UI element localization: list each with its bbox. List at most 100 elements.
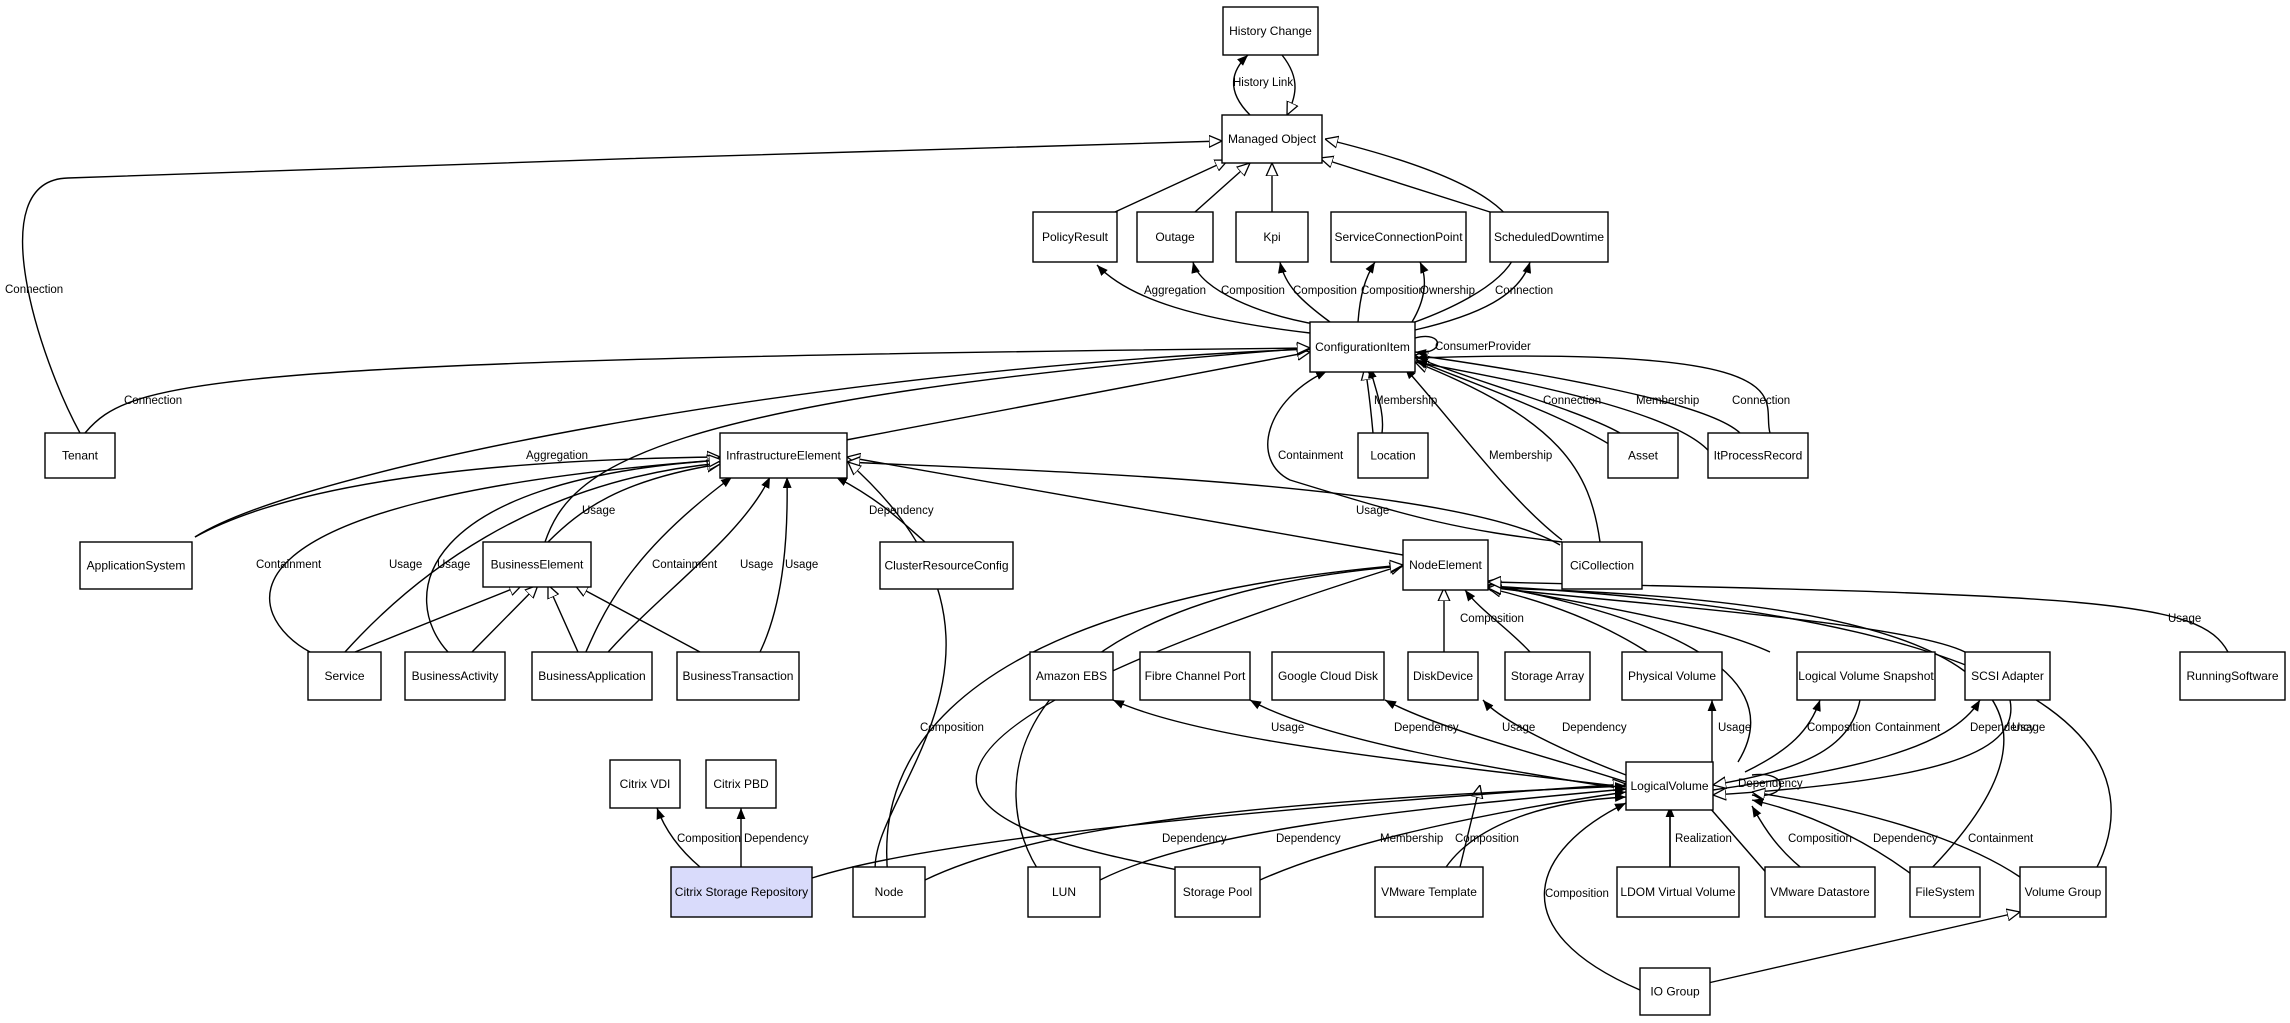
- node-label: Node: [875, 885, 904, 899]
- node-box: [531, 651, 653, 701]
- edge-appsys-generalization: [194, 349, 1310, 538]
- edge-label: Composition: [1788, 833, 1852, 845]
- edge-vt-lv-composition: Composition: [1439, 793, 1627, 878]
- node-business-activity: BusinessActivity: [404, 651, 506, 701]
- node-label: BusinessActivity: [412, 669, 499, 683]
- node-label: RunningSoftware: [2186, 669, 2278, 683]
- edge-label: Composition: [1455, 833, 1519, 845]
- edge-csr-vdi-composition: Composition: [656, 807, 741, 868]
- node-volume-group: Volume Group: [2019, 866, 2107, 918]
- node-box: [44, 432, 116, 479]
- edge-tenant-mo-connection: Connection: [5, 141, 1222, 434]
- node-box: [1221, 114, 1323, 164]
- node-business-transaction: BusinessTransaction: [676, 651, 800, 701]
- edge-service-generalization: [354, 585, 522, 653]
- node-label: LogicalVolume: [1630, 779, 1708, 793]
- edge-cicoll-ie-usage: Usage: [847, 462, 1561, 546]
- edge-label: Dependency: [1394, 722, 1459, 734]
- edge-label: Connection: [1732, 395, 1790, 407]
- node-box: [1136, 211, 1214, 263]
- node-box: [1235, 211, 1309, 263]
- node-box: [1374, 866, 1484, 918]
- node-box: [1271, 651, 1385, 701]
- edge-label: Usage: [2012, 722, 2045, 734]
- node-label: Volume Group: [2025, 885, 2102, 899]
- edge-label: Composition: [1545, 888, 1609, 900]
- edge-label: Composition: [1460, 613, 1524, 625]
- edge-bapp-generalization: [548, 585, 579, 653]
- edge-label: Usage: [1718, 722, 1751, 734]
- edge-bt-generalization: [575, 585, 701, 653]
- node-scheduled-downtime: ScheduledDowntime: [1489, 211, 1609, 263]
- edge-label: Composition: [677, 833, 741, 845]
- node-box: [1625, 761, 1714, 811]
- edge-lv-generalization: [1480, 583, 1752, 763]
- edge-node-ne-generalization: [885, 565, 1403, 878]
- node-box: [1796, 651, 1936, 701]
- node-label: Outage: [1155, 230, 1195, 244]
- node-google-cloud-disk: Google Cloud Disk: [1271, 651, 1385, 701]
- node-box: [2179, 651, 2286, 701]
- edge-sched-generalization: [1320, 158, 1491, 213]
- edge-cicoll-ci-membership: Membership: [1404, 367, 1563, 541]
- edge-label: Containment: [652, 559, 718, 571]
- edge-label: Dependency: [744, 833, 809, 845]
- node-box: [1764, 866, 1876, 918]
- edge-policy-generalization: [1114, 160, 1228, 213]
- node-box: [1621, 651, 1723, 701]
- node-location: Location: [1357, 432, 1429, 479]
- node-configuration-item: ConfigurationItem: [1309, 321, 1416, 373]
- edge-label: Dependency: [1738, 778, 1803, 790]
- edge-cicoll-generalization: [1415, 362, 1601, 543]
- edge-fs-ne-generalization: [1488, 588, 2005, 878]
- edge-node-ie-composition: Composition: [848, 462, 984, 878]
- edge-csr-pbd-dependency: Dependency: [736, 808, 809, 867]
- edge-label: Usage: [1356, 505, 1389, 517]
- node-box: [609, 759, 681, 809]
- node-label: BusinessApplication: [538, 669, 645, 683]
- node-citrix-storage-repository: Citrix Storage Repository: [670, 866, 813, 918]
- node-box: [1309, 321, 1416, 373]
- edge-ba-generalization: [471, 585, 538, 653]
- edge-cicoll-ci-containment: Containment: [1267, 370, 1563, 543]
- node-business-element: BusinessElement: [482, 541, 592, 588]
- edge-service-ie-containment: Containment: [256, 460, 720, 653]
- edge-label: Dependency: [1276, 833, 1341, 845]
- edge-label: Dependency: [1970, 722, 2035, 734]
- node-box: [705, 759, 777, 809]
- node-running-software: RunningSoftware: [2179, 651, 2286, 701]
- node-box: [879, 541, 1014, 590]
- node-box: [1707, 432, 1809, 479]
- edge-ci-scp-ownership: Ownership: [1411, 261, 1475, 323]
- edge-scsi-ne-generalization: [1488, 586, 2112, 881]
- node-label: SCSI Adapter: [1971, 669, 2044, 683]
- node-label: Kpi: [1263, 230, 1280, 244]
- node-label: Tenant: [62, 449, 99, 463]
- edge-ci-kpi-composition: Composition: [1278, 261, 1357, 323]
- node-application-system: ApplicationSystem: [79, 541, 193, 590]
- edge-itp-generalization: [1415, 355, 1741, 434]
- node-box: [1561, 541, 1643, 590]
- node-box: [1174, 866, 1261, 918]
- edge-lv-ebs-usage: Usage: [1112, 699, 1626, 788]
- edge-label: Composition: [1221, 285, 1285, 297]
- edge-service-ie-usage: Usage: [344, 463, 722, 653]
- node-scsi-adapter: SCSI Adapter: [1964, 651, 2051, 701]
- node-ci-collection: CiCollection: [1561, 541, 1643, 590]
- edge-label: Connection: [124, 395, 182, 407]
- node-label: BusinessElement: [491, 558, 584, 572]
- edge-label: Usage: [582, 505, 615, 517]
- edge-storagepool-generalization: [975, 565, 1403, 878]
- node-tenant: Tenant: [44, 432, 116, 479]
- node-lun: LUN: [1027, 866, 1101, 918]
- node-label: Managed Object: [1228, 132, 1317, 146]
- node-label: Asset: [1628, 449, 1659, 463]
- edge-csr-lv-link: [811, 784, 1626, 879]
- node-citrix-vdi: Citrix VDI: [609, 759, 681, 809]
- node-label: History Change: [1229, 24, 1312, 38]
- node-outage: Outage: [1136, 211, 1214, 263]
- edge-label: Connection: [5, 284, 63, 296]
- node-box: [1330, 211, 1467, 263]
- node-box: [2019, 866, 2107, 918]
